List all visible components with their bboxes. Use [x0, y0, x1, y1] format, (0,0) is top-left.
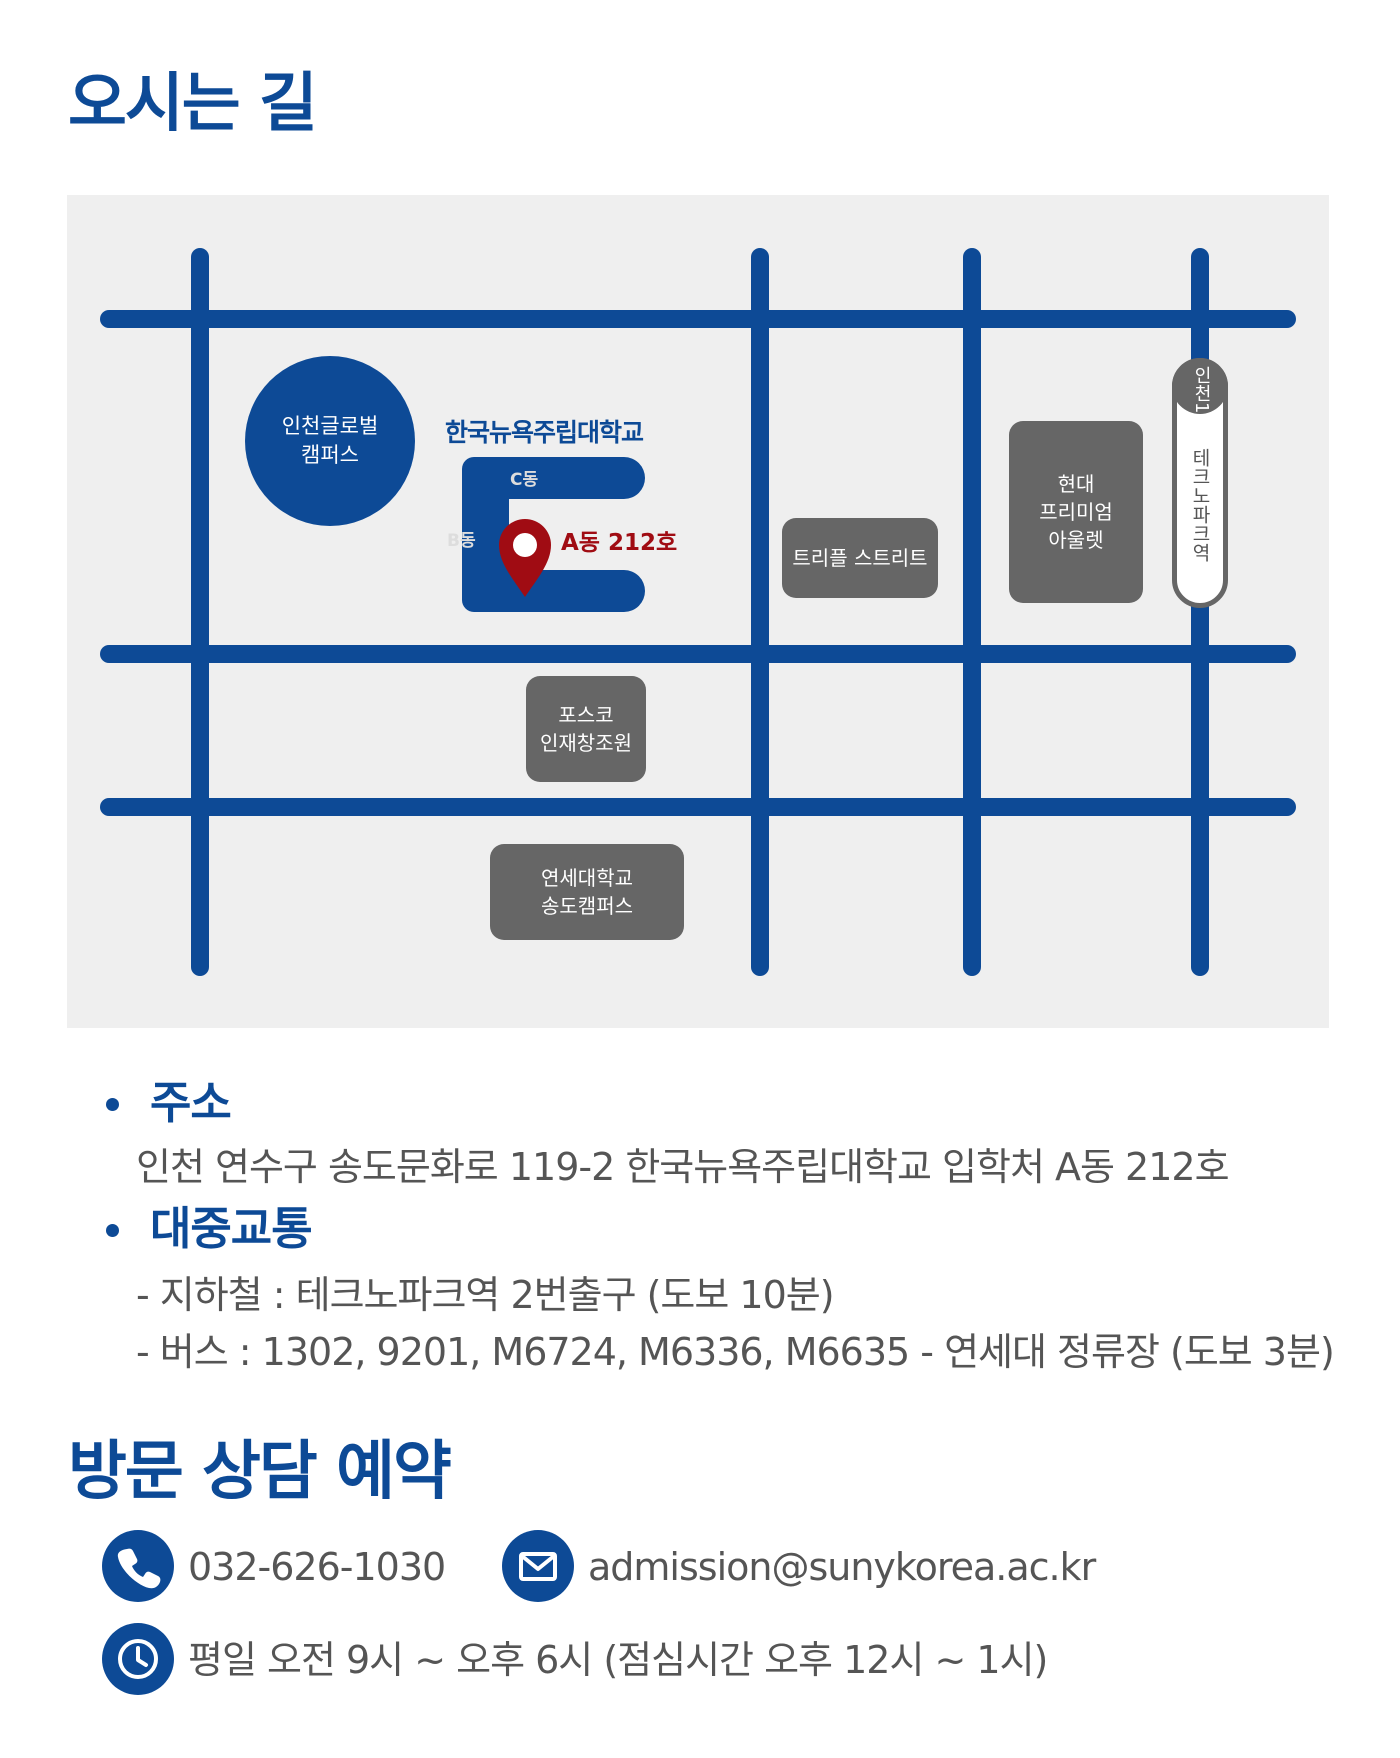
clock-icon: [118, 1639, 158, 1679]
room-label: A동 212호: [561, 530, 678, 556]
hyundai-outlet: 현대 프리미엄 아울렛: [1009, 421, 1143, 603]
incheon-global-campus: 인천글로벌 캠퍼스: [245, 356, 415, 526]
campus-map: 인천글로벌 캠퍼스 한국뉴욕주립대학교 C동 B동 A동 212호 트리플 스트…: [67, 195, 1329, 1028]
building-b-label: B동: [447, 531, 476, 551]
mail-icon: [519, 1552, 557, 1581]
yonsei-songdo: 연세대학교 송도캠퍼스: [490, 844, 684, 940]
mail-icon-badge: [502, 1530, 574, 1602]
phone-number[interactable]: 032-626-1030: [188, 1545, 446, 1589]
clock-icon-badge: [102, 1623, 174, 1695]
bullet: [106, 1224, 119, 1237]
transit-heading: 대중교통: [150, 1202, 313, 1255]
road-grid: [100, 248, 1296, 976]
consultation-title: 방문 상담 예약: [68, 1435, 452, 1509]
station-line-label: 인천1: [1191, 366, 1212, 414]
building-c-label: C동: [510, 470, 539, 490]
email-address[interactable]: admission@sunykorea.ac.kr: [588, 1545, 1096, 1589]
station-name-label: 테크노파크역: [1189, 448, 1211, 562]
subway-info: - 지하철 : 테크노파크역 2번출구 (도보 10분): [136, 1273, 835, 1317]
address-text: 인천 연수구 송도문화로 119-2 한국뉴욕주립대학교 입학처 A동 212호: [136, 1145, 1230, 1189]
phone-icon: [117, 1548, 161, 1589]
directions-title: 오시는 길: [68, 67, 318, 141]
bus-info: - 버스 : 1302, 9201, M6724, M6336, M6635 -…: [136, 1330, 1335, 1374]
map-pin-icon: [499, 519, 551, 597]
university-name: 한국뉴욕주립대학교: [445, 418, 644, 447]
office-hours: 평일 오전 9시 ~ 오후 6시 (점심시간 오후 12시 ~ 1시): [188, 1638, 1048, 1682]
bullet: [106, 1098, 119, 1111]
station-line-badge: [1172, 358, 1228, 414]
triple-street: 트리플 스트리트: [782, 518, 938, 598]
posco-center: 포스코 인재창조원: [526, 676, 646, 782]
address-heading: 주소: [150, 1076, 232, 1129]
phone-icon-badge: [102, 1530, 174, 1602]
building-shape: [462, 457, 645, 612]
